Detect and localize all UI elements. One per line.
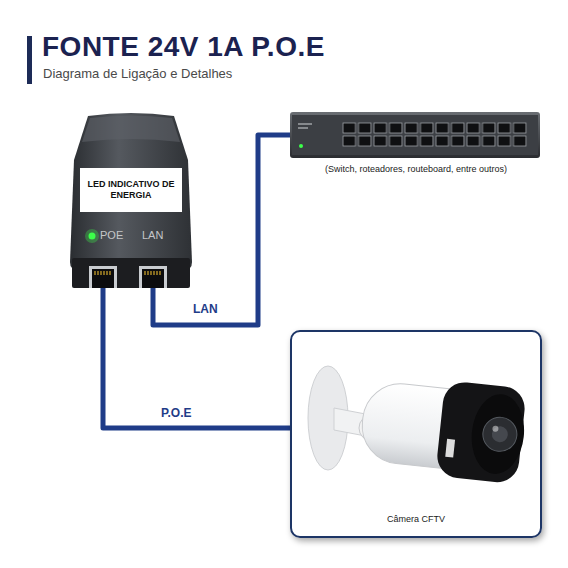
subtitle: Diagrama de Ligação e Detalhes bbox=[43, 66, 232, 81]
led-label: LED INDICATIVO DE ENERGIA bbox=[80, 168, 182, 212]
switch-front bbox=[292, 115, 538, 155]
power-led bbox=[89, 233, 96, 240]
lens-glint bbox=[492, 425, 499, 432]
switch-led bbox=[299, 144, 303, 148]
switch-housing bbox=[290, 112, 540, 158]
network-switch: (Switch, roteadores, routeboard, entre o… bbox=[290, 110, 542, 182]
cable-label: LAN bbox=[190, 302, 221, 316]
hood-tag bbox=[445, 439, 455, 458]
camera-face bbox=[468, 392, 528, 477]
port-pins bbox=[145, 271, 160, 275]
rj45-opening bbox=[142, 269, 164, 288]
diagram-title: FONTE 24V 1A P.O.E bbox=[42, 31, 325, 63]
switch-illustration bbox=[290, 112, 540, 158]
rj45-opening bbox=[92, 269, 114, 288]
poe-injector-body bbox=[70, 113, 192, 288]
camera-lens bbox=[481, 416, 518, 453]
rj45-port bbox=[139, 266, 167, 288]
cable-connector bbox=[153, 135, 290, 325]
port-label: POE bbox=[100, 229, 140, 242]
camera-panel: Câmera CFTV bbox=[290, 330, 542, 538]
cable-label: P.O.E bbox=[158, 406, 194, 420]
port-label: LAN bbox=[142, 229, 182, 242]
injector-housing bbox=[70, 113, 192, 270]
led-glow bbox=[85, 229, 99, 243]
device-caption: Câmera CFTV bbox=[292, 514, 540, 525]
port-panel bbox=[72, 258, 190, 288]
cable-connector bbox=[103, 288, 290, 428]
rj45-port bbox=[89, 266, 117, 288]
title-bar bbox=[27, 36, 32, 84]
switch-logo bbox=[298, 124, 312, 128]
switch-ports bbox=[342, 122, 528, 148]
housing-highlight bbox=[82, 116, 180, 143]
device-caption: (Switch, roteadores, routeboard, entre o… bbox=[290, 164, 542, 175]
camera-illustration bbox=[291, 331, 541, 537]
poe-injector: LED INDICATIVO DE ENERGIA POELAN bbox=[68, 112, 194, 288]
camera-panel-ground bbox=[291, 331, 541, 537]
lens-core bbox=[491, 425, 509, 443]
port-pins bbox=[95, 271, 110, 275]
